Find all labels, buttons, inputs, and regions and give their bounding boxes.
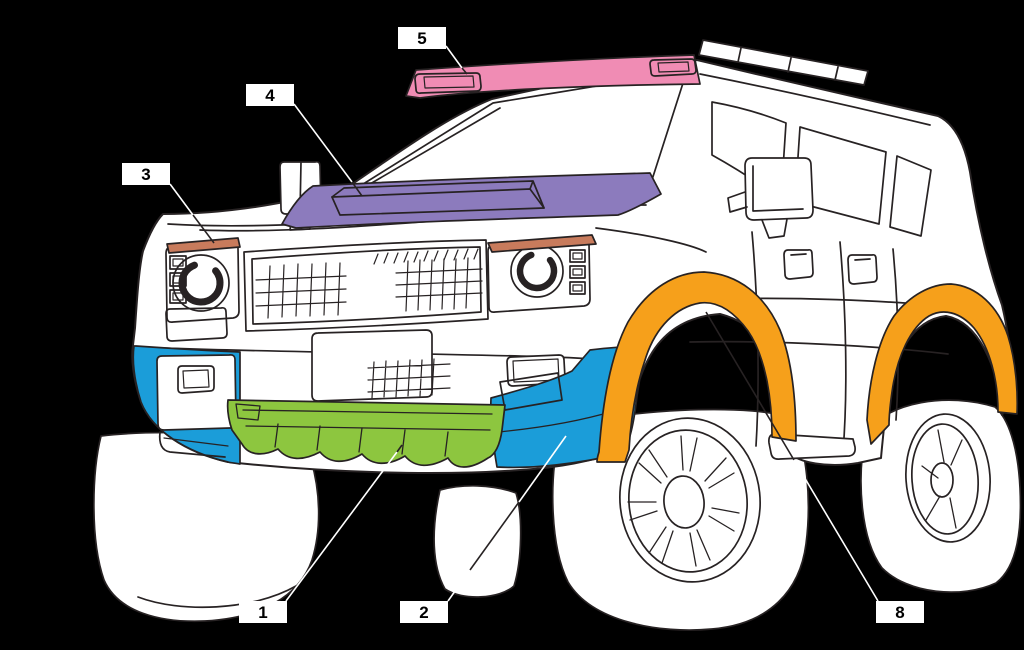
leader-2a <box>447 569 471 602</box>
front-bumper-details <box>135 306 641 402</box>
leader-4 <box>293 103 353 183</box>
leader-4-tip <box>351 181 363 197</box>
leader-1 <box>285 451 398 602</box>
bumper-left-panel <box>156 354 237 431</box>
callout-4-number: 4 <box>265 85 275 105</box>
leader-8a <box>705 311 795 461</box>
callout-2-number: 2 <box>419 602 429 622</box>
leader-5 <box>445 45 463 69</box>
door-details <box>595 227 963 460</box>
callout-3-number: 3 <box>141 164 151 184</box>
roof-rack <box>698 39 931 126</box>
leader-2b <box>469 501 520 571</box>
under-bumper-tire <box>433 484 522 598</box>
leader-8b <box>793 459 879 602</box>
rear-wheel-rim <box>905 413 991 543</box>
front-wheel-rim <box>619 417 761 583</box>
callout-8-number: 8 <box>895 602 905 622</box>
callout-1-number: 1 <box>258 602 268 622</box>
callout-3: 3 <box>122 163 170 185</box>
callout-5: 5 <box>398 27 446 49</box>
part4-hood-cowl-highlight <box>281 172 662 229</box>
part5-roof-visor-highlight <box>405 54 701 99</box>
leader-5-tip <box>461 67 468 75</box>
leader-3 <box>169 183 194 216</box>
callout-2: 2 <box>400 601 448 623</box>
front-grille <box>243 239 489 332</box>
callout-4: 4 <box>246 84 294 106</box>
part1-skid-plate-highlight <box>226 399 506 468</box>
leader-3-tip <box>192 214 215 244</box>
callout-5-number: 5 <box>417 28 427 48</box>
leader-1-tip <box>396 444 403 453</box>
callout-8: 8 <box>876 601 924 623</box>
callout-1: 1 <box>239 601 287 623</box>
right-side-mirror <box>727 157 814 239</box>
part3-headlight-trims-highlight <box>166 234 597 254</box>
left-headlight <box>165 242 240 323</box>
leader-2c <box>518 435 567 503</box>
leader-lines <box>169 45 879 602</box>
part8-fender-flares-highlight <box>596 271 1019 463</box>
